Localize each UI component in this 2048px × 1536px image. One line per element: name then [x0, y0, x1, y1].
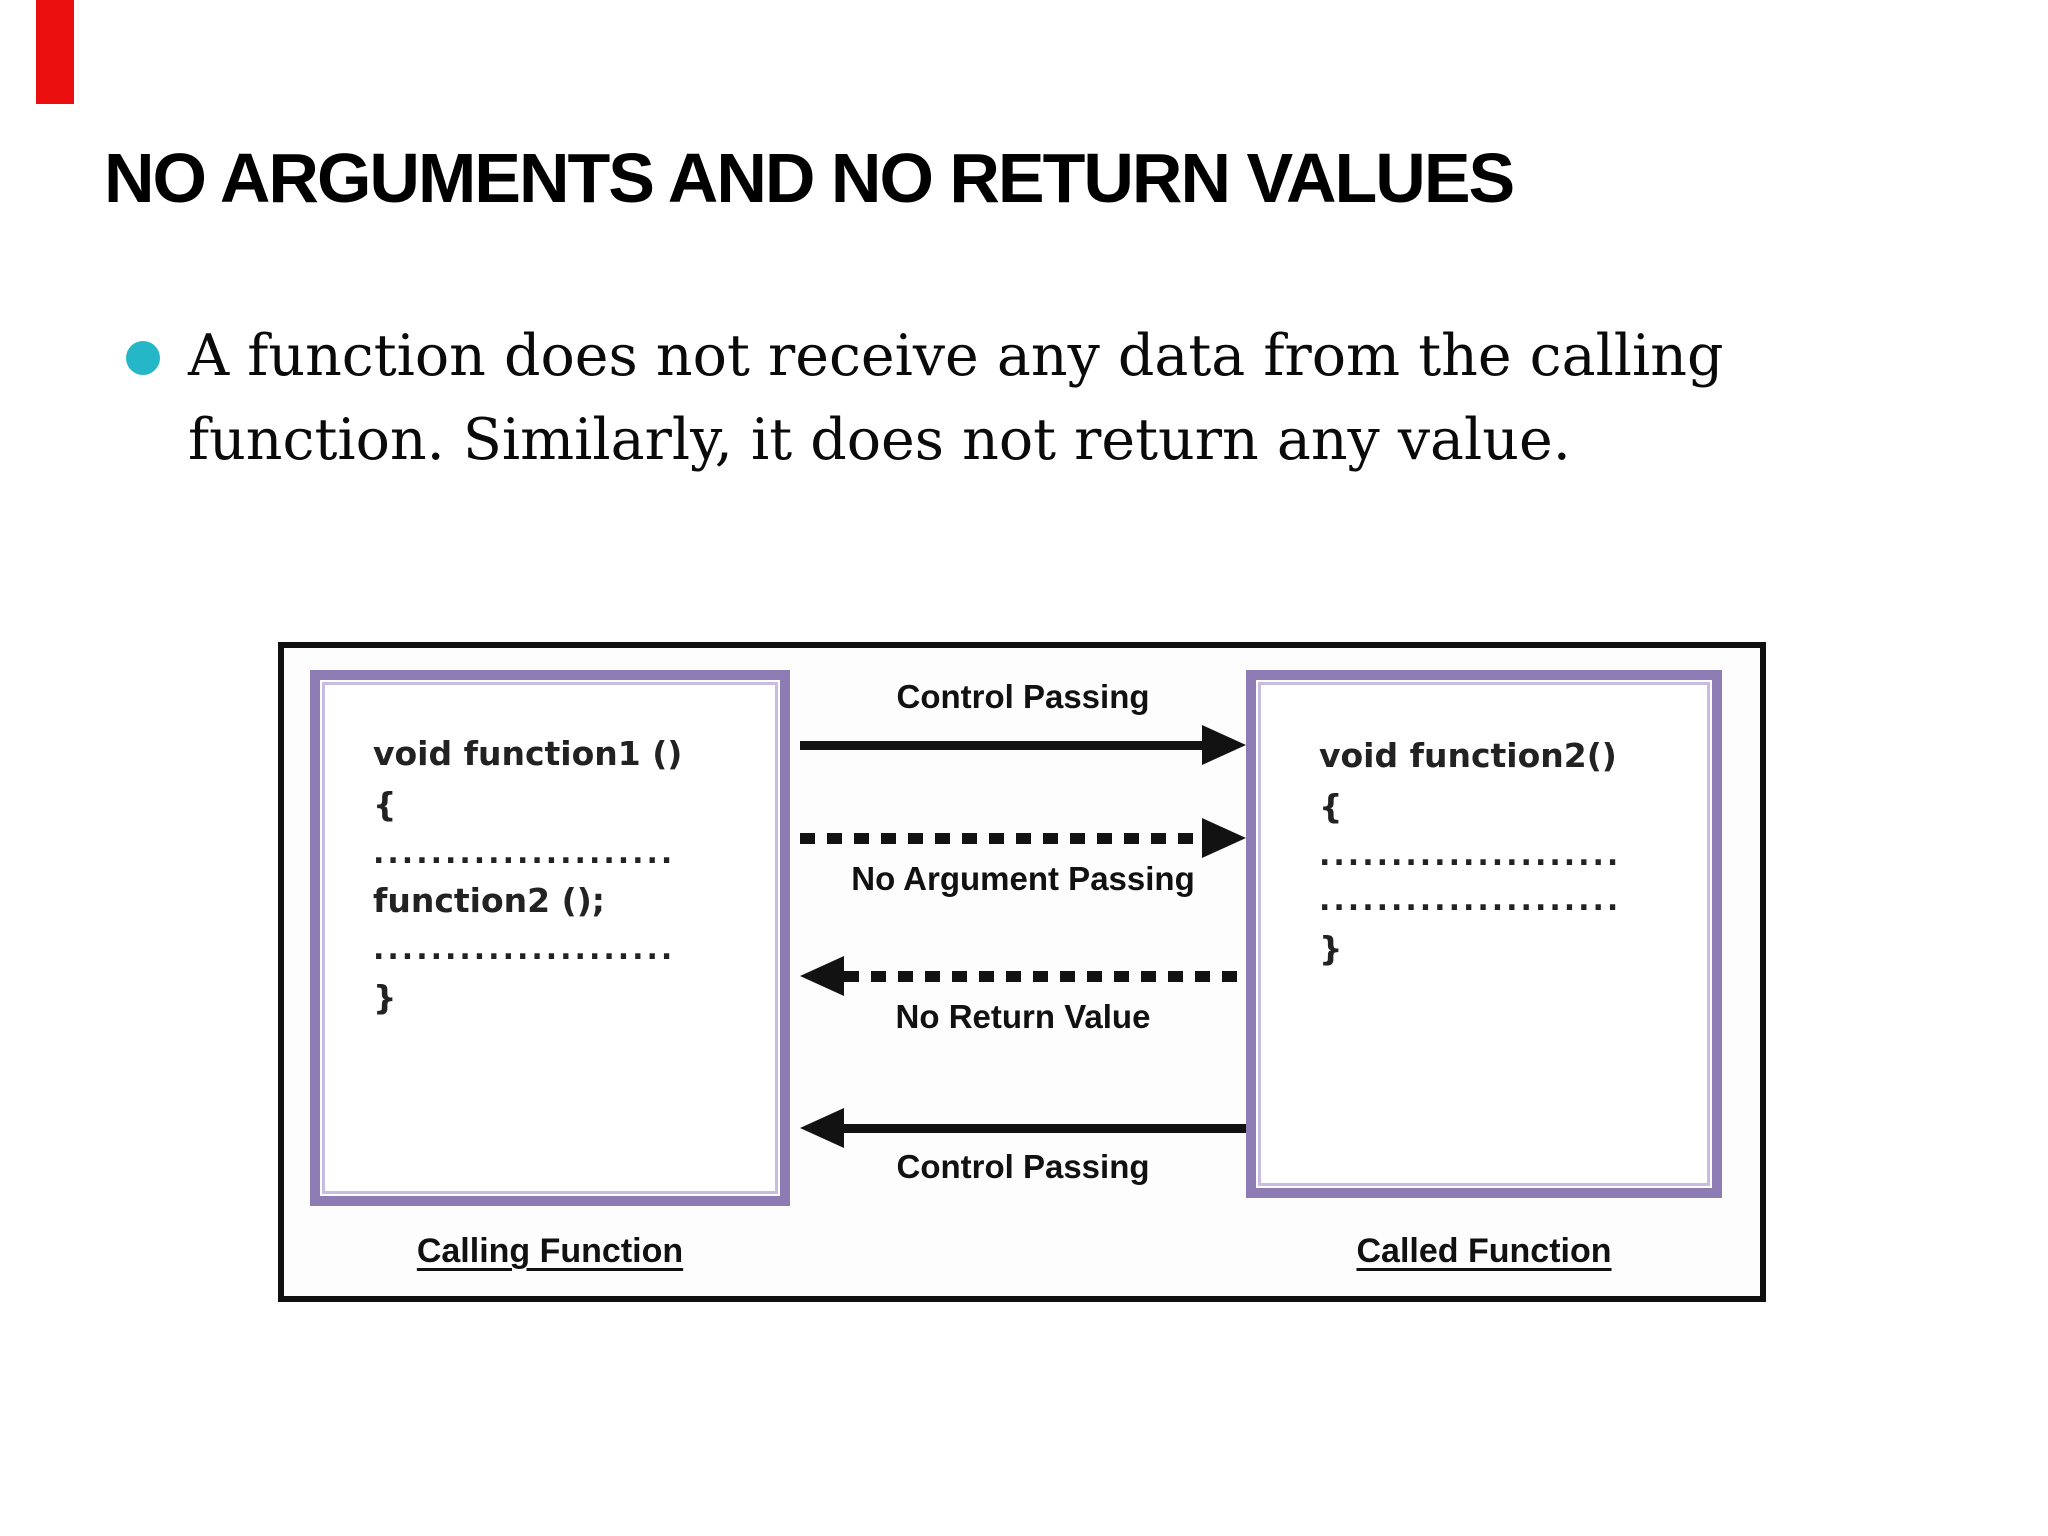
- code-line: {: [1319, 786, 1343, 826]
- slide-marker-red: [36, 0, 74, 104]
- code-line-dots: .....................: [373, 932, 676, 968]
- bullet-text: A function does not receive any data fro…: [188, 314, 1723, 483]
- bullet-item: A function does not receive any data fro…: [126, 314, 1926, 483]
- code-line: {: [373, 784, 397, 824]
- called-function-label: Called Function: [1356, 1232, 1612, 1270]
- calling-function-code: void function1 () { ....................…: [325, 685, 775, 1191]
- arrows-zone: Control Passing No Argument Passing No R…: [800, 648, 1246, 1296]
- no-argument-passing-label: No Argument Passing: [851, 860, 1195, 897]
- arrowhead-left-icon: [800, 956, 844, 996]
- bullet-icon: [126, 341, 160, 375]
- bullet-text-line: A function does not receive any data fro…: [188, 323, 1724, 389]
- control-passing-arrow-right: [800, 725, 1246, 765]
- arrow-shaft: [844, 1123, 1246, 1133]
- called-function-box-inner-border: [1258, 682, 1710, 1186]
- function-call-diagram: void function1 () { ....................…: [278, 642, 1766, 1302]
- bullet-text-line: function. Similarly, it does not return …: [188, 407, 1571, 474]
- no-return-value-arrow-left: [800, 956, 1246, 996]
- calling-function-label: Calling Function: [416, 1232, 684, 1270]
- calling-function-box-inner-border: [322, 682, 778, 1194]
- arrowhead-left-icon: [800, 1108, 844, 1148]
- control-passing-bottom-label: Control Passing: [896, 1148, 1150, 1185]
- code-line: function2 ();: [373, 881, 605, 921]
- arrow-shaft: [800, 740, 1202, 750]
- code-line: void function2(): [1319, 736, 1617, 775]
- code-line-dots: .....................: [1319, 837, 1622, 873]
- code-line: void function1 (): [373, 734, 683, 773]
- arrowhead-right-icon: [1202, 725, 1246, 765]
- control-passing-arrow-left: [800, 1108, 1246, 1148]
- no-return-value-label: No Return Value: [895, 998, 1151, 1035]
- code-line: }: [373, 977, 397, 1017]
- slide-title: NO ARGUMENTS AND NO RETURN VALUES: [104, 139, 1515, 217]
- called-function-box: void function2() { .....................…: [1246, 670, 1722, 1198]
- control-passing-top-label: Control Passing: [896, 678, 1150, 715]
- called-function-code: void function2() { .....................…: [1261, 685, 1707, 1183]
- arrowhead-right-icon: [1202, 818, 1246, 858]
- arrow-shaft-dotted: [844, 970, 1246, 982]
- code-line-dots: .....................: [373, 835, 676, 871]
- arrow-shaft-dotted: [800, 832, 1202, 844]
- code-line-dots: .....................: [1319, 883, 1622, 919]
- calling-function-box: void function1 () { ....................…: [310, 670, 790, 1206]
- no-argument-passing-arrow-right: [800, 818, 1246, 858]
- code-line: }: [1319, 928, 1343, 968]
